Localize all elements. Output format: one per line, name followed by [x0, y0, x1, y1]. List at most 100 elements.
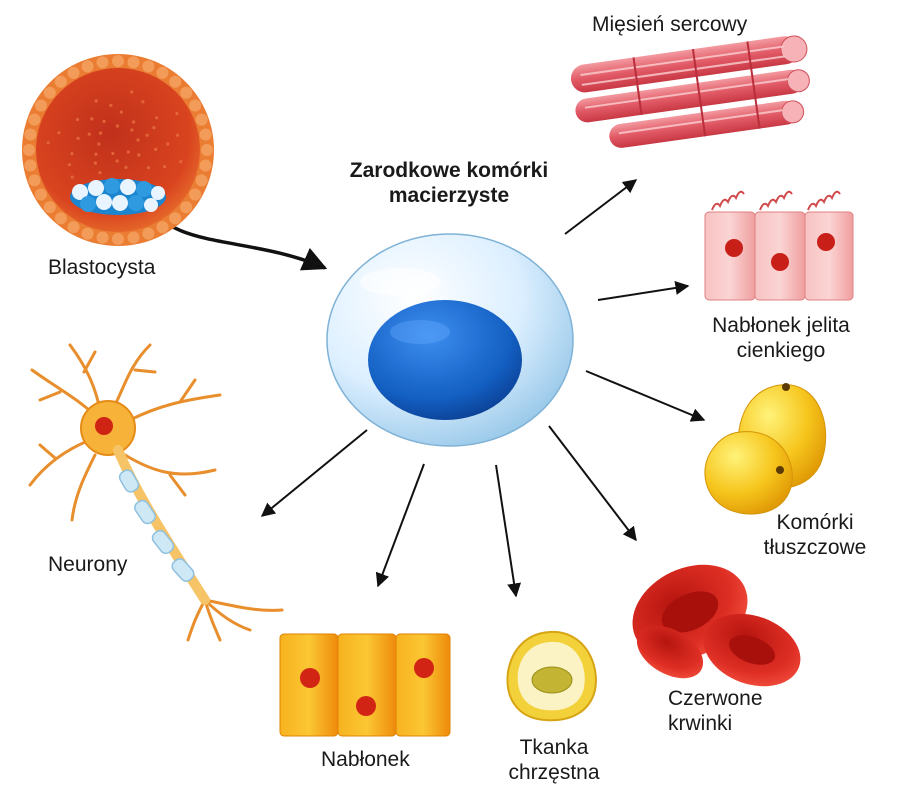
blastocyst-speck: [109, 103, 113, 107]
intestine-label-line2: cienkiego: [736, 339, 826, 362]
trophoblast-cell: [54, 75, 67, 88]
arrow-fat: [585, 370, 706, 422]
trophoblast-cell: [180, 86, 193, 99]
blastocyst-cells: [23, 55, 213, 245]
blastocyst-speck: [75, 117, 80, 122]
trophoblast-cell: [156, 66, 169, 79]
cartilage-label: Tkanka chrzęstna: [496, 735, 612, 785]
trophoblast-cell: [24, 159, 37, 172]
trophoblast-cell: [81, 60, 94, 73]
blastocyst-speck: [99, 131, 103, 135]
stem-cell-title: Zarodkowe komórki macierzyste: [318, 158, 580, 208]
blastocyst-speck: [70, 152, 74, 156]
trophoblast-cell: [201, 144, 213, 156]
inner-cell-mass: [70, 178, 166, 215]
fat-cells-label: Komórki tłuszczowe: [750, 510, 880, 560]
trophoblast-cell: [195, 174, 208, 187]
blastocyst-speck: [93, 161, 97, 165]
arrow-rbc: [548, 425, 637, 542]
trophoblast-cell: [43, 201, 56, 214]
trophoblast-cell: [127, 56, 140, 69]
stem-cell-title-line1: Zarodkowe komórki: [349, 159, 549, 182]
trophoblast-cell: [23, 144, 35, 156]
trophoblast-cell: [34, 188, 47, 201]
arrow-intestine: [597, 281, 690, 301]
blastocyst-speck: [141, 100, 145, 104]
blastocyst-speck: [115, 124, 119, 128]
blastocyst-speck: [146, 166, 151, 170]
epithelium-image: [279, 633, 451, 737]
blastocyst-speck: [70, 175, 74, 179]
trophoblast-cell: [43, 86, 56, 99]
intestine-epithelium-label: Nabłonek jelita cienkiego: [696, 313, 866, 363]
arrows: [148, 179, 706, 598]
fat-label-line1: Komórki: [776, 511, 854, 534]
blastocyst-speck: [90, 117, 94, 121]
trophoblast-cell: [28, 113, 41, 126]
trophoblast-cell: [112, 233, 124, 245]
trophoblast-cell: [127, 231, 140, 244]
blastocyst-speck: [136, 138, 140, 142]
cartilage-label-line1: Tkanka: [519, 736, 589, 759]
intestine-label-line1: Nabłonek jelita: [712, 314, 850, 337]
neuron-image: [28, 343, 284, 642]
blastocyst-speck: [115, 159, 119, 163]
stem-cell-title-line2: macierzyste: [388, 184, 510, 207]
trophoblast-cell: [142, 60, 155, 73]
trophoblast-cell: [189, 99, 202, 112]
blastocyst-speck: [102, 119, 106, 123]
trophoblast-cell: [96, 231, 109, 244]
blastocyst-speck: [166, 142, 170, 146]
trophoblast-cell: [67, 66, 80, 79]
cardiac-muscle-label: Mięsień sercowy: [592, 13, 748, 36]
blastocyst-speck: [94, 152, 98, 156]
rbc-label-line2: krwinki: [668, 712, 733, 735]
blastocyst-speck: [126, 150, 130, 154]
fat-label-line2: tłuszczowe: [763, 536, 867, 559]
blastocyst-speck: [94, 99, 98, 103]
cardiac-muscle-image: [570, 35, 810, 148]
blastocyst-speck: [98, 171, 102, 175]
blastocyst-speck: [162, 165, 167, 169]
blastocyst-label: Blastocysta: [48, 256, 156, 279]
blastocyst-speck: [176, 133, 180, 137]
arrow-cartilage: [495, 464, 522, 598]
blastocyst-speck: [57, 131, 61, 135]
intestine-epithelium-image: [704, 190, 854, 301]
trophoblast-cell: [54, 212, 67, 225]
blastocyst-speck: [137, 153, 141, 157]
epithelium-label: Nabłonek: [321, 748, 410, 771]
blastocyst-speck: [154, 147, 158, 151]
trophoblast-cell: [67, 221, 80, 234]
blastocyst-speck: [175, 111, 179, 116]
blastocyst-speck: [130, 128, 134, 132]
blastocyst-speck: [67, 163, 72, 167]
blastocyst-speck: [145, 133, 149, 137]
blastocyst-image: [22, 54, 214, 246]
trophoblast-cell: [81, 227, 94, 240]
myelin-sheath: [118, 469, 195, 582]
trophoblast-cell: [169, 212, 182, 225]
rbc-label-line1: Czerwone: [668, 687, 763, 710]
blastocyst-speck: [179, 160, 183, 164]
arrow-neurons: [260, 429, 368, 517]
trophoblast-cell: [199, 128, 212, 141]
blastocyst-speck: [76, 136, 80, 140]
trophoblast-cell: [24, 128, 37, 141]
trophoblast-cell: [169, 75, 182, 88]
neurons-label: Neurony: [48, 553, 128, 576]
trophoblast-cell: [195, 113, 208, 126]
blastocyst-speck: [124, 165, 128, 169]
blastocyst-speck: [97, 142, 101, 146]
trophoblast-cell: [156, 221, 169, 234]
arrow-cardiac: [564, 179, 638, 235]
trophoblast-cell: [96, 56, 109, 69]
blastocyst-speck: [130, 90, 134, 94]
blastocyst-speck: [155, 116, 159, 120]
cartilage-image: [506, 630, 597, 722]
red-blood-cells-image: [632, 564, 801, 687]
arrow-epithelium: [375, 463, 425, 588]
blastocyst-speck: [119, 110, 123, 114]
trophoblast-cell: [28, 174, 41, 187]
